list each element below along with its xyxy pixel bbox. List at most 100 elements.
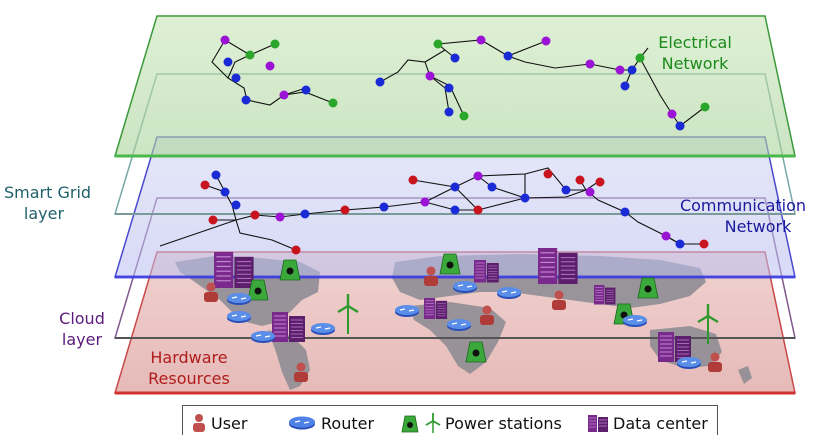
router-icon [289,416,315,430]
communication-node [379,202,389,212]
communication-node [543,169,553,179]
electrical-node [444,83,454,93]
power-station-icon [439,253,461,275]
communication-node [408,175,418,185]
communication-node [250,210,260,220]
communication-node [275,212,285,222]
communication-node [208,215,218,225]
power-station-icon [637,277,659,299]
router-icon [251,331,275,343]
electrical-node [635,53,645,63]
communication-node [585,187,595,197]
hardware-resources-label-line1: Hardware [150,348,228,367]
communication-network-label-line2: Network [724,217,792,236]
electrical-network-nodes [220,35,710,131]
hardware-icons [204,248,722,382]
communication-node [661,231,671,241]
smart-grid-layer-label-line2: layer [23,204,65,223]
legend-item-power-stations: Power stations [399,412,562,434]
legend-label-router: Router [321,413,375,433]
router-icon [227,311,251,323]
electrical-network-label: Electrical Network [640,32,750,74]
power-station-icon [465,341,487,363]
electrical-node [231,73,241,83]
communication-network-nodes [200,169,709,255]
legend-item-data-center: Data center [587,412,708,434]
communication-node [420,197,430,207]
electrical-node [627,65,637,75]
electrical-node [444,107,454,117]
electrical-node [541,36,551,46]
electrical-node [328,98,338,108]
router-icon [447,319,471,331]
router-icon [311,323,335,335]
communication-node [487,182,497,192]
communication-node [231,200,241,210]
cloud-layer-label: Cloud layer [52,308,112,350]
electrical-node [241,95,251,105]
communication-node [450,182,460,192]
communication-node [340,205,350,215]
user-icon [294,362,308,382]
electrical-node [433,39,443,49]
smart-grid-layer-label: Smart Grid layer [4,182,92,224]
router-icon [227,293,251,305]
legend-label-data-center: Data center [613,413,708,433]
communication-node [595,177,605,187]
data-center-icon [658,332,691,362]
electrical-node [615,65,625,75]
data-center-icon [424,298,448,319]
legend-label-power-stations: Power stations [445,413,562,433]
communication-node [575,175,585,185]
communication-node [450,205,460,215]
power-station-icon [401,415,419,433]
electrical-node [270,39,280,49]
cloud-layer-label-line1: Cloud [59,309,105,328]
communication-node [291,245,301,255]
electrical-node [620,81,630,91]
hardware-resources-label-line2: Resources [148,369,230,388]
data-center-icon [214,252,254,288]
communication-node [300,209,310,219]
electrical-node [425,71,435,81]
wind-turbine-icon [337,294,359,334]
router-icon [395,305,419,317]
user-icon [424,266,438,286]
electrical-node [503,51,513,61]
user-icon [480,305,494,325]
electrical-node [220,35,230,45]
electrical-network-label-line1: Electrical [658,33,732,52]
data-center-icon [272,312,305,342]
electrical-node [450,53,460,63]
data-center-icon [588,415,608,432]
communication-node [520,193,530,203]
communication-node [675,239,685,249]
electrical-node [301,85,311,95]
smart-grid-layer-label-line1: Smart Grid [4,183,92,202]
power-station-icon [247,279,269,301]
electrical-node [675,121,685,131]
communication-node [200,180,210,190]
electrical-node [585,59,595,69]
communication-network-label-line1: Communication [679,196,807,215]
communication-node [473,171,483,181]
electrical-node [223,57,233,67]
router-icon [623,315,647,327]
user-icon [204,282,218,302]
data-center-icon [474,260,499,283]
electrical-node [265,61,275,71]
communication-node [220,187,230,197]
electrical-node [700,102,710,112]
electrical-node [245,50,255,60]
power-station-icon [279,259,301,281]
router-icon [497,287,521,299]
legend: User Router Power stations Data center [182,405,718,435]
data-center-icon [538,248,578,284]
communication-node [620,207,630,217]
electrical-node [667,109,677,119]
communication-node [561,185,571,195]
router-icon [453,281,477,293]
communication-node [473,205,483,215]
electrical-node [375,77,385,87]
